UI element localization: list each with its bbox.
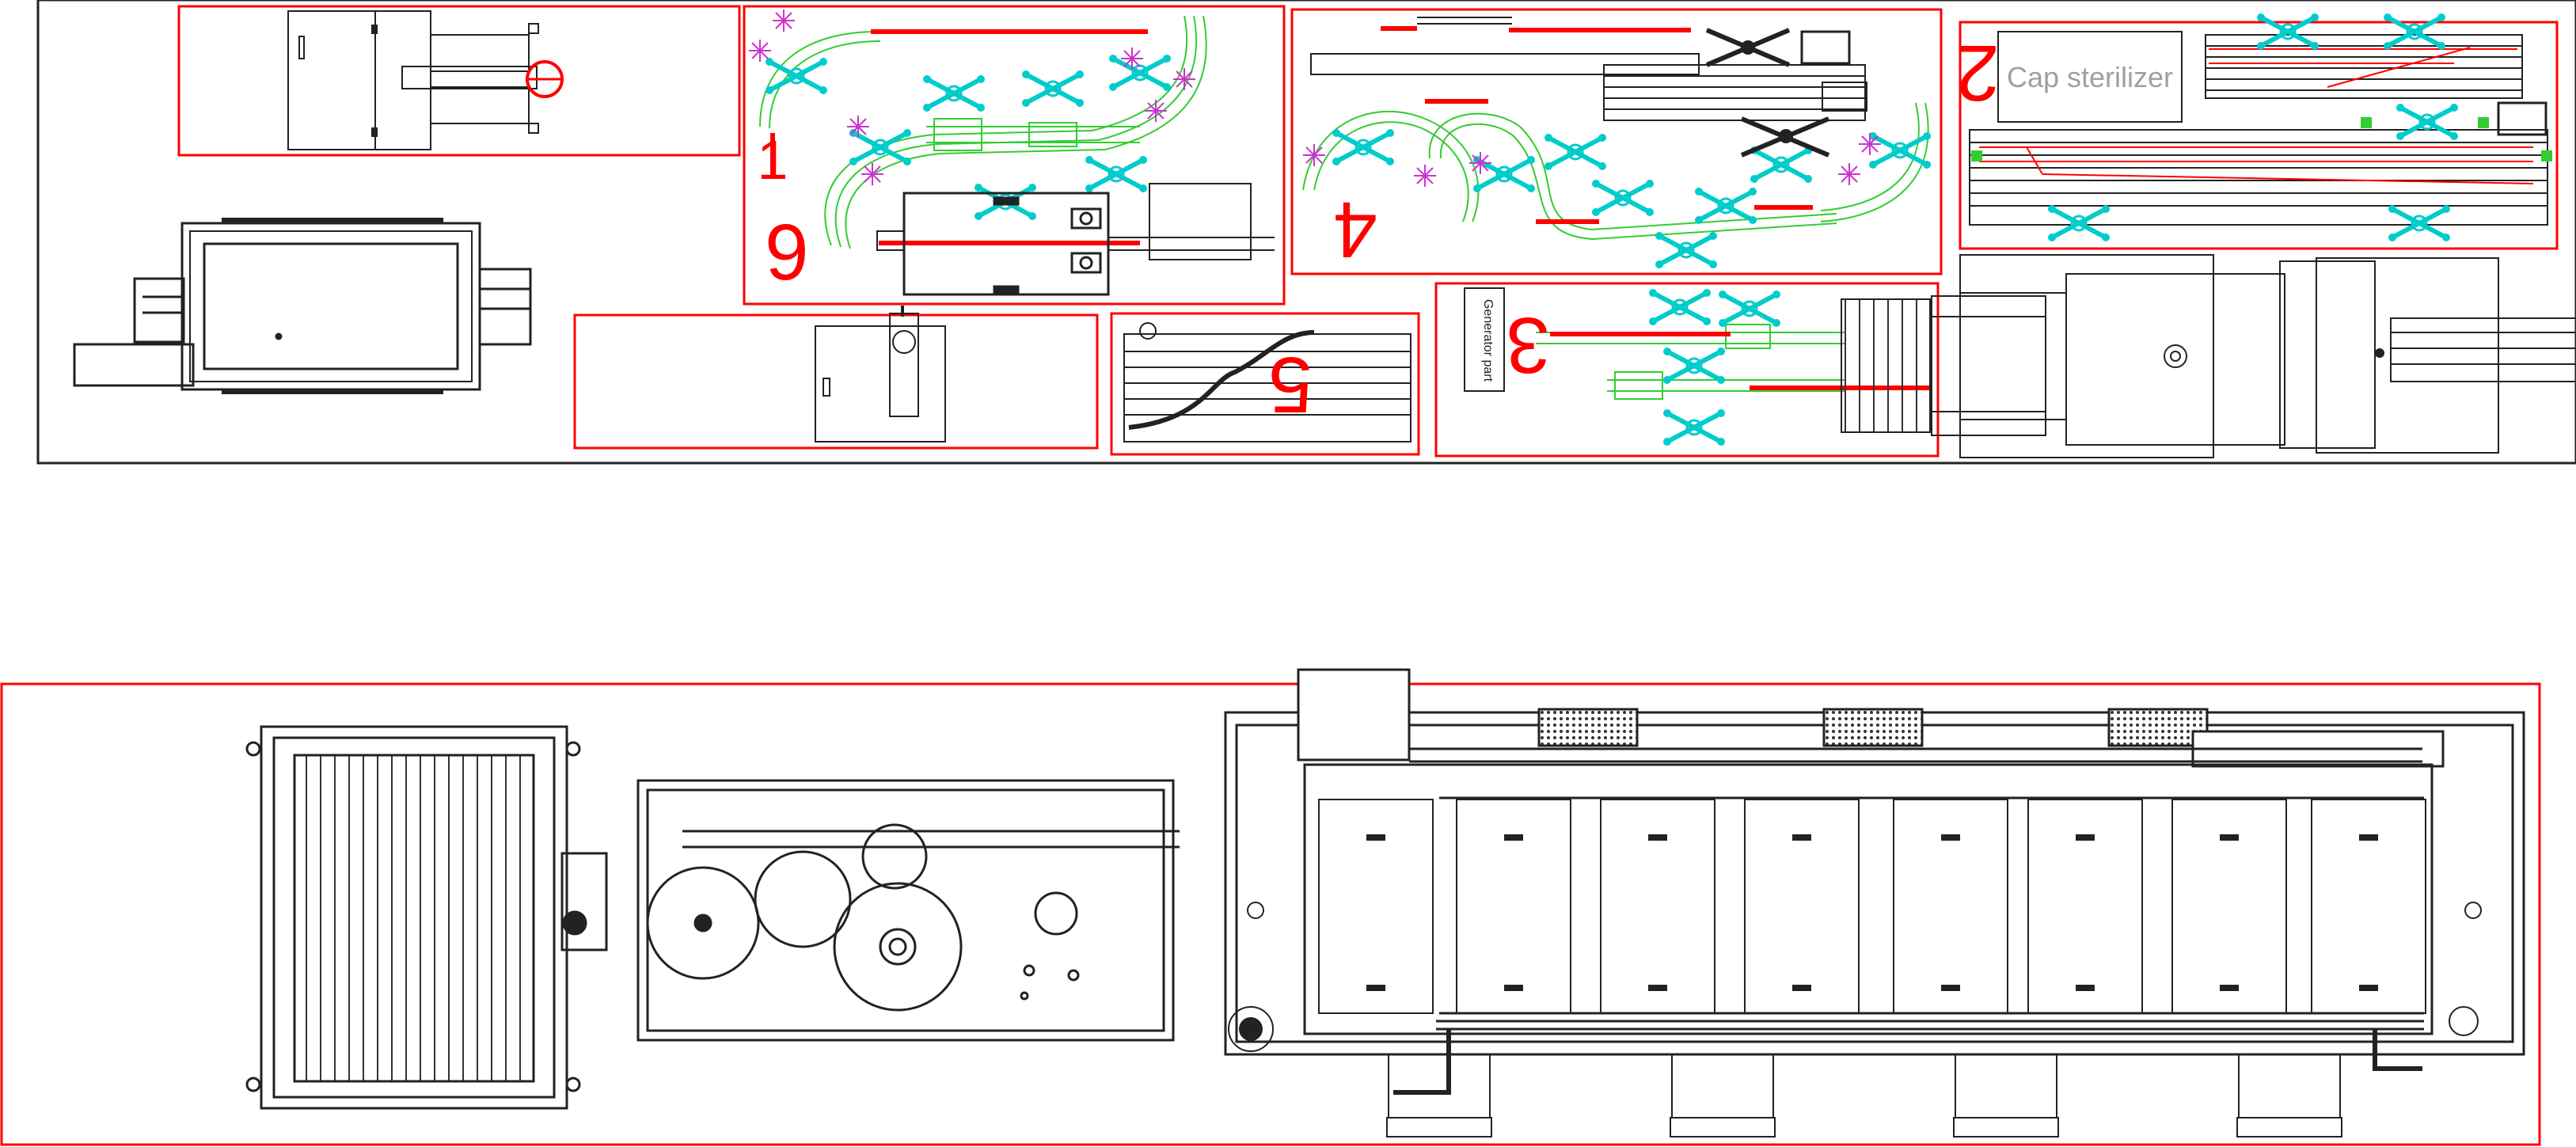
zone-4-conveyor: [1302, 102, 1929, 241]
zone-1-number: 1: [758, 129, 788, 191]
zone-6-number: 6: [765, 207, 809, 296]
zone-6-frame: [743, 5, 1286, 306]
zone-3-rollers: [1841, 295, 2046, 436]
zone-4-machine: [1603, 28, 1867, 158]
tunnel-machine: [1224, 668, 2525, 1056]
small-frame-machine: [815, 306, 946, 442]
tunnel-pumps: [1228, 902, 2482, 1138]
zone-4-number: 4: [1333, 185, 1377, 274]
zone-3-grippers: [1649, 289, 1780, 446]
right-machine: [1959, 254, 2576, 458]
zone-6-red-lines: [770, 29, 1148, 245]
tunnel-panel-handles: [1366, 834, 2378, 991]
zone-6-conveyor: [759, 15, 1207, 249]
small-frame: [573, 313, 1099, 450]
generator-part-label: Generator part: [1481, 299, 1495, 382]
zone-5-frame: [1110, 312, 1420, 456]
generator-part-box: [1464, 287, 1505, 392]
zone-4-grippers: [1332, 129, 1931, 268]
zone-3-frame: [1434, 282, 1940, 458]
zone-1-frame: [177, 5, 741, 157]
top-panel-frame: [36, 0, 2576, 465]
left-machine: [73, 218, 532, 394]
zone-4-red-lines: [1425, 99, 1813, 224]
zone-4-frame: [1290, 8, 1943, 275]
zone-2-frame: [1959, 21, 2559, 250]
filler-machine: [636, 779, 1180, 1042]
zone-4-lines-top: [1310, 17, 1700, 75]
slat-machine: [245, 725, 608, 1110]
zone-2-number: 2: [1955, 28, 2000, 117]
cap-sterilizer-label: Cap sterilizer: [2007, 61, 2173, 93]
zone-3-number: 3: [1506, 301, 1550, 389]
zone-6-stars: [748, 9, 1196, 186]
zone-1-machine: [287, 10, 564, 150]
zone-2-machine: [1969, 34, 2548, 226]
tunnel-panels: [1318, 799, 2426, 1014]
zone-5-number: 5: [1268, 340, 1313, 429]
cap-sterilizer-box: [1997, 31, 2183, 123]
zone-6-machine: [876, 183, 1275, 296]
zone-2-green-marks: [1971, 117, 2552, 161]
zone-5-machine: [1123, 322, 1411, 442]
bottom-panel-frame: [0, 682, 2541, 1146]
